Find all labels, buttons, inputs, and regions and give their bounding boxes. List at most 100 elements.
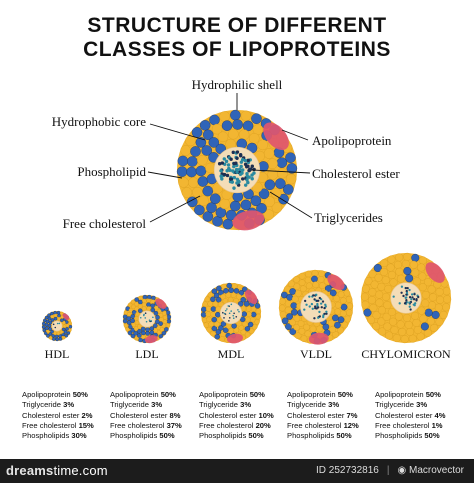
- cholesterol-bead: [270, 187, 282, 199]
- label-hydrophilic-shell: Hydrophilic shell: [192, 77, 283, 92]
- cholesterol-bead: [210, 330, 216, 337]
- triglyceride-dot: [143, 313, 145, 316]
- phospholipid-bead: [47, 316, 52, 321]
- cholesterol-bead: [284, 300, 292, 307]
- phospholipid-bead: [240, 297, 246, 303]
- cholesterol-bead: [131, 322, 137, 328]
- triglyceride-dot: [238, 310, 240, 313]
- cholesterol-bead: [341, 321, 349, 329]
- phospholipid-bead: [199, 120, 211, 131]
- phospholipid-bead: [137, 333, 142, 338]
- phospholipid-bead: [237, 301, 244, 307]
- phospholipid-bead: [283, 184, 294, 195]
- cholesterol-ester-dot: [217, 162, 222, 166]
- phospholipid-bead: [52, 337, 56, 341]
- cholesterol-bead: [142, 298, 147, 304]
- stats-vldl: Apolipoprotein 50% Triglyceride 3% Chole…: [287, 390, 359, 441]
- triglyceride-dot: [320, 302, 323, 305]
- cholesterol-bead: [201, 317, 208, 323]
- cholesterol-bead: [65, 323, 70, 328]
- phospholipid-bead: [187, 196, 198, 208]
- label-triglycerides: Triglycerides: [314, 210, 383, 225]
- cholesterol-ester-dot: [313, 317, 316, 320]
- phospholipid-bead: [158, 333, 164, 339]
- class-name-ldl: LDL: [135, 347, 158, 361]
- triglyceride-dot: [219, 174, 223, 178]
- phospholipid-bead: [291, 308, 298, 316]
- cholesterol-bead: [379, 267, 388, 276]
- triglyceride-dot: [245, 172, 249, 176]
- phospholipid-bead: [242, 286, 248, 292]
- author-name: Macrovector: [408, 465, 464, 476]
- cholesterol-bead: [334, 308, 342, 316]
- cholesterol-bead: [372, 322, 381, 331]
- cholesterol-bead: [427, 285, 436, 294]
- phospholipid-bead: [200, 312, 207, 318]
- cholesterol-ester-dot: [409, 308, 412, 311]
- cholesterol-bead: [288, 280, 295, 288]
- phospholipid-bead: [53, 310, 57, 315]
- cholesterol-bead: [402, 313, 411, 322]
- cholesterol-bead: [207, 301, 213, 307]
- triglyceride-dot: [227, 305, 230, 307]
- triglyceride-dot: [237, 180, 241, 184]
- phospholipid-bead: [141, 330, 146, 336]
- cholesterol-bead: [128, 308, 134, 313]
- apolipoprotein-patch: [263, 122, 289, 151]
- triglyceride-dot: [226, 163, 231, 167]
- cholesterol-bead: [208, 321, 214, 327]
- phospholipid-bead: [46, 334, 50, 338]
- triglyceride-dot: [150, 320, 153, 322]
- cholesterol-bead: [284, 306, 292, 314]
- triglyceride-dot: [232, 186, 236, 190]
- cholesterol-bead: [377, 317, 386, 326]
- triglyceride-dot: [240, 168, 245, 172]
- phospholipid-bead: [201, 306, 207, 313]
- cholesterol-bead: [257, 139, 269, 151]
- phospholipid-bead: [202, 129, 214, 141]
- cholesterol-ester-dot: [247, 168, 252, 172]
- cholesterol-ester-dot: [238, 154, 243, 158]
- phospholipid-bead: [420, 322, 429, 331]
- leader-apolipoprotein: [281, 129, 309, 141]
- cholesterol-ester-dot: [312, 294, 315, 297]
- phospholipid-bead: [166, 319, 172, 324]
- triglyceride-dot: [315, 293, 318, 297]
- cholesterol-ester-dot: [323, 306, 326, 310]
- phospholipid-bead: [190, 146, 201, 157]
- triglyceride-dot: [226, 308, 228, 310]
- cholesterol-bead: [150, 299, 155, 304]
- phospholipid-bead: [43, 331, 48, 336]
- cholesterol-bead: [154, 305, 159, 311]
- phospholipid-bead: [176, 166, 188, 177]
- triglyceride-dot: [230, 180, 235, 184]
- cholesterol-ester-dot: [413, 293, 416, 296]
- phospholipid-bead: [126, 316, 132, 321]
- triglyceride-dot: [232, 164, 236, 169]
- phospholipid-bead: [166, 314, 172, 320]
- cholesterol-bead: [240, 329, 247, 335]
- cholesterol-bead: [305, 270, 312, 278]
- cholesterol-bead: [146, 306, 151, 311]
- stat-row: Triglyceride 3%: [22, 400, 75, 410]
- phospholipid-bead: [58, 334, 62, 338]
- apolipoprotein-patch: [327, 274, 345, 290]
- phospholipid-bead: [140, 326, 146, 332]
- cholesterol-bead: [250, 306, 257, 312]
- cholesterol-bead: [237, 284, 243, 290]
- cholesterol-bead: [344, 315, 351, 323]
- cholesterol-bead: [228, 128, 239, 140]
- phospholipid-bead: [48, 327, 52, 331]
- cholesterol-bead: [377, 306, 386, 315]
- cholesterol-ester-dot: [235, 156, 239, 161]
- phospholipid-bead: [210, 306, 217, 312]
- label-apolipoprotein: Apolipoprotein: [312, 133, 392, 148]
- phospholipid-bead: [155, 319, 160, 324]
- triglyceride-dot: [246, 180, 250, 185]
- cholesterol-bead: [297, 320, 305, 327]
- cholesterol-bead: [361, 300, 370, 309]
- cholesterol-bead: [206, 326, 212, 333]
- phospholipid-bead: [149, 330, 155, 335]
- cholesterol-ester-dot: [241, 177, 245, 181]
